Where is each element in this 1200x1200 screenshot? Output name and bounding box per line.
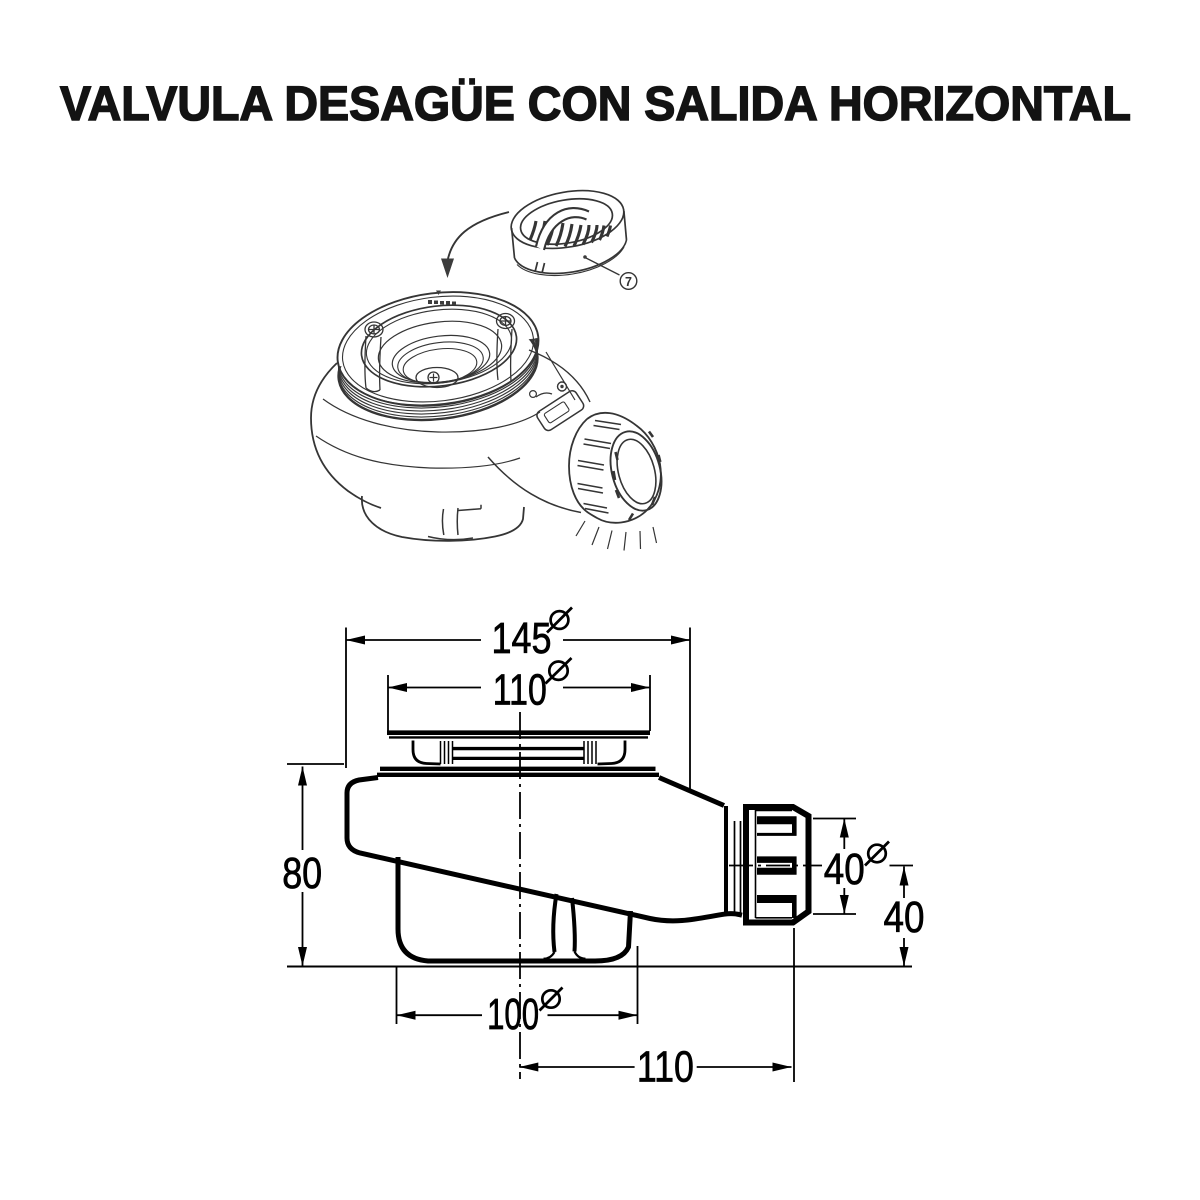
svg-text:7: 7 xyxy=(625,275,632,289)
svg-text:110: 110 xyxy=(493,666,547,715)
svg-text:145: 145 xyxy=(492,614,552,663)
svg-text:100: 100 xyxy=(487,990,539,1039)
svg-text:VALVULA DESAGÜE CON SALIDA HOR: VALVULA DESAGÜE CON SALIDA HORIZONTAL xyxy=(60,77,1131,131)
svg-text:40: 40 xyxy=(884,893,925,942)
svg-text:40: 40 xyxy=(824,845,865,894)
svg-text:80: 80 xyxy=(282,849,322,898)
svg-text:110: 110 xyxy=(637,1043,694,1092)
